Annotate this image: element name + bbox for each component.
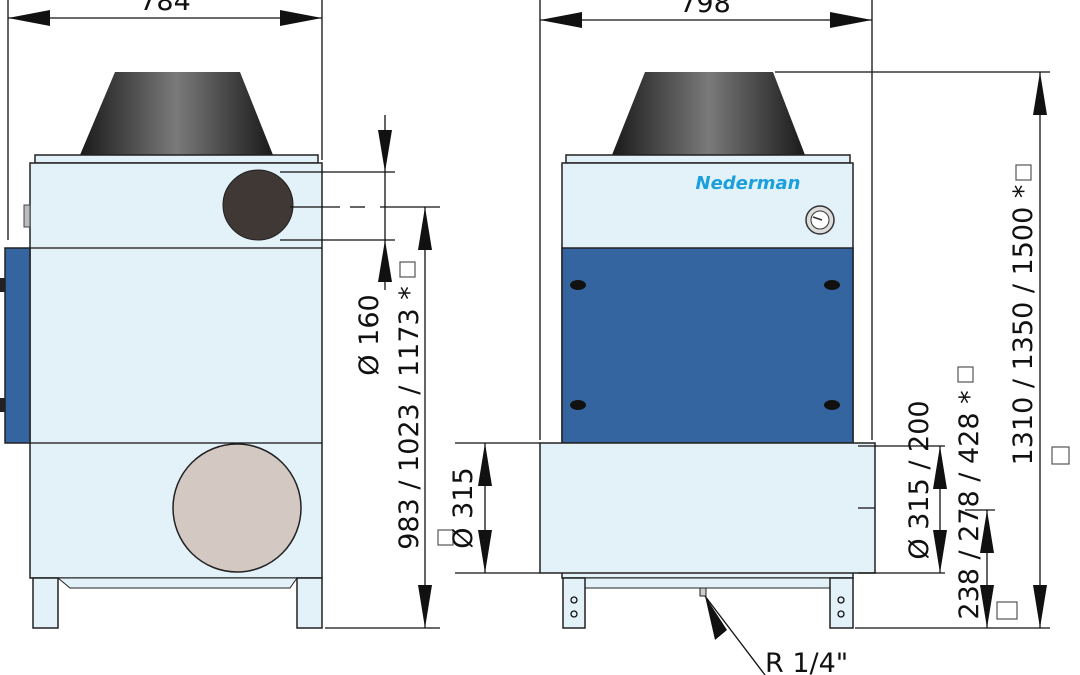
side-door-panel [4,247,31,444]
pressure-gauge-icon [805,205,835,235]
bottom-tray [584,577,831,589]
hopper [56,577,298,589]
outlet-circle [222,169,294,241]
leg [32,577,59,629]
top-lip [34,154,319,164]
inlet-circle [172,443,302,573]
front-view-unit: Nederman [539,72,876,629]
brand-logo: Nederman [696,173,801,194]
width-left-label: 784 [139,0,191,17]
door-latches [570,280,840,410]
top-cone [80,72,273,155]
dimension-lines [7,0,1050,675]
outlet-height-label: 983 / 1023 / 1173 * [394,286,425,550]
note-markers [399,164,1070,620]
inlet-diameter-left-label: Ø 315 [448,467,479,548]
inlet-height-label: 238 / 278 / 428 * [954,390,985,619]
total-height-label: 1310 / 1350 / 1500 * [1008,185,1039,466]
top-lip [565,154,851,164]
arrowheads [8,10,1047,640]
outlet-diameter-label: Ø 160 [354,294,385,375]
leg [296,577,323,629]
drain-thread-label: R 1/4" [765,648,848,675]
side-view-unit [0,72,323,629]
top-cone [612,72,805,155]
inlet-box [539,442,876,574]
inlet-diameter-right-label: Ø 315 / 200 [904,400,935,559]
filter-door-panel [561,247,854,444]
width-right-label: 798 [679,0,731,19]
drain-nozzle [699,587,707,597]
